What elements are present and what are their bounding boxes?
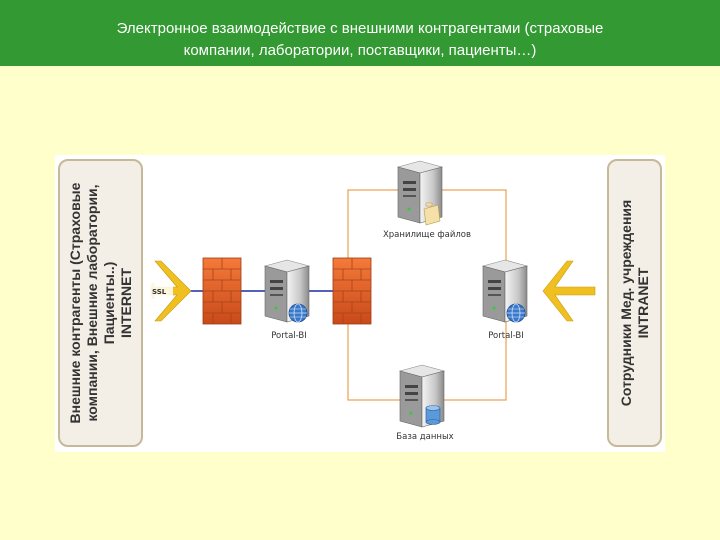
folder-icon <box>423 202 441 226</box>
portal-bi-left: Portal-BI <box>264 259 310 341</box>
database-label: База данных <box>396 432 453 442</box>
portal-bi-right: Portal-BI <box>482 259 528 341</box>
file-storage-server: Хранилище файлов <box>383 160 471 240</box>
portal-right-label: Portal-BI <box>488 331 524 341</box>
network-diagram: Внешние контрагенты (Страховые компании,… <box>55 155 665 452</box>
firewall-inner-icon <box>332 257 372 325</box>
database-cylinder-icon <box>425 405 441 425</box>
database-server: База данных <box>396 364 454 442</box>
title-line-2: компании, лаборатории, поставщики, пацие… <box>183 42 537 59</box>
portal-left-label: Portal-BI <box>271 331 307 341</box>
portal-right-globe-icon <box>506 303 526 323</box>
title-line-1: Электронное взаимодействие с внешними ко… <box>116 20 604 37</box>
slide-title: Электронное взаимодействие с внешними ко… <box>0 0 720 66</box>
internet-panel: Внешние контрагенты (Страховые компании,… <box>58 159 143 447</box>
ssl-label: SSL <box>152 288 167 296</box>
intranet-panel: Сотрудники Мед. учреждения INTRANET <box>607 159 662 447</box>
diagram-canvas: SSL Хранилище файлов Portal-BI <box>147 160 596 442</box>
portal-left-globe-icon <box>288 303 308 323</box>
intranet-arrow-icon <box>542 260 596 322</box>
file-storage-label: Хранилище файлов <box>383 230 471 240</box>
firewall-outer-icon <box>202 257 242 325</box>
ssl-badge: SSL <box>147 283 173 299</box>
